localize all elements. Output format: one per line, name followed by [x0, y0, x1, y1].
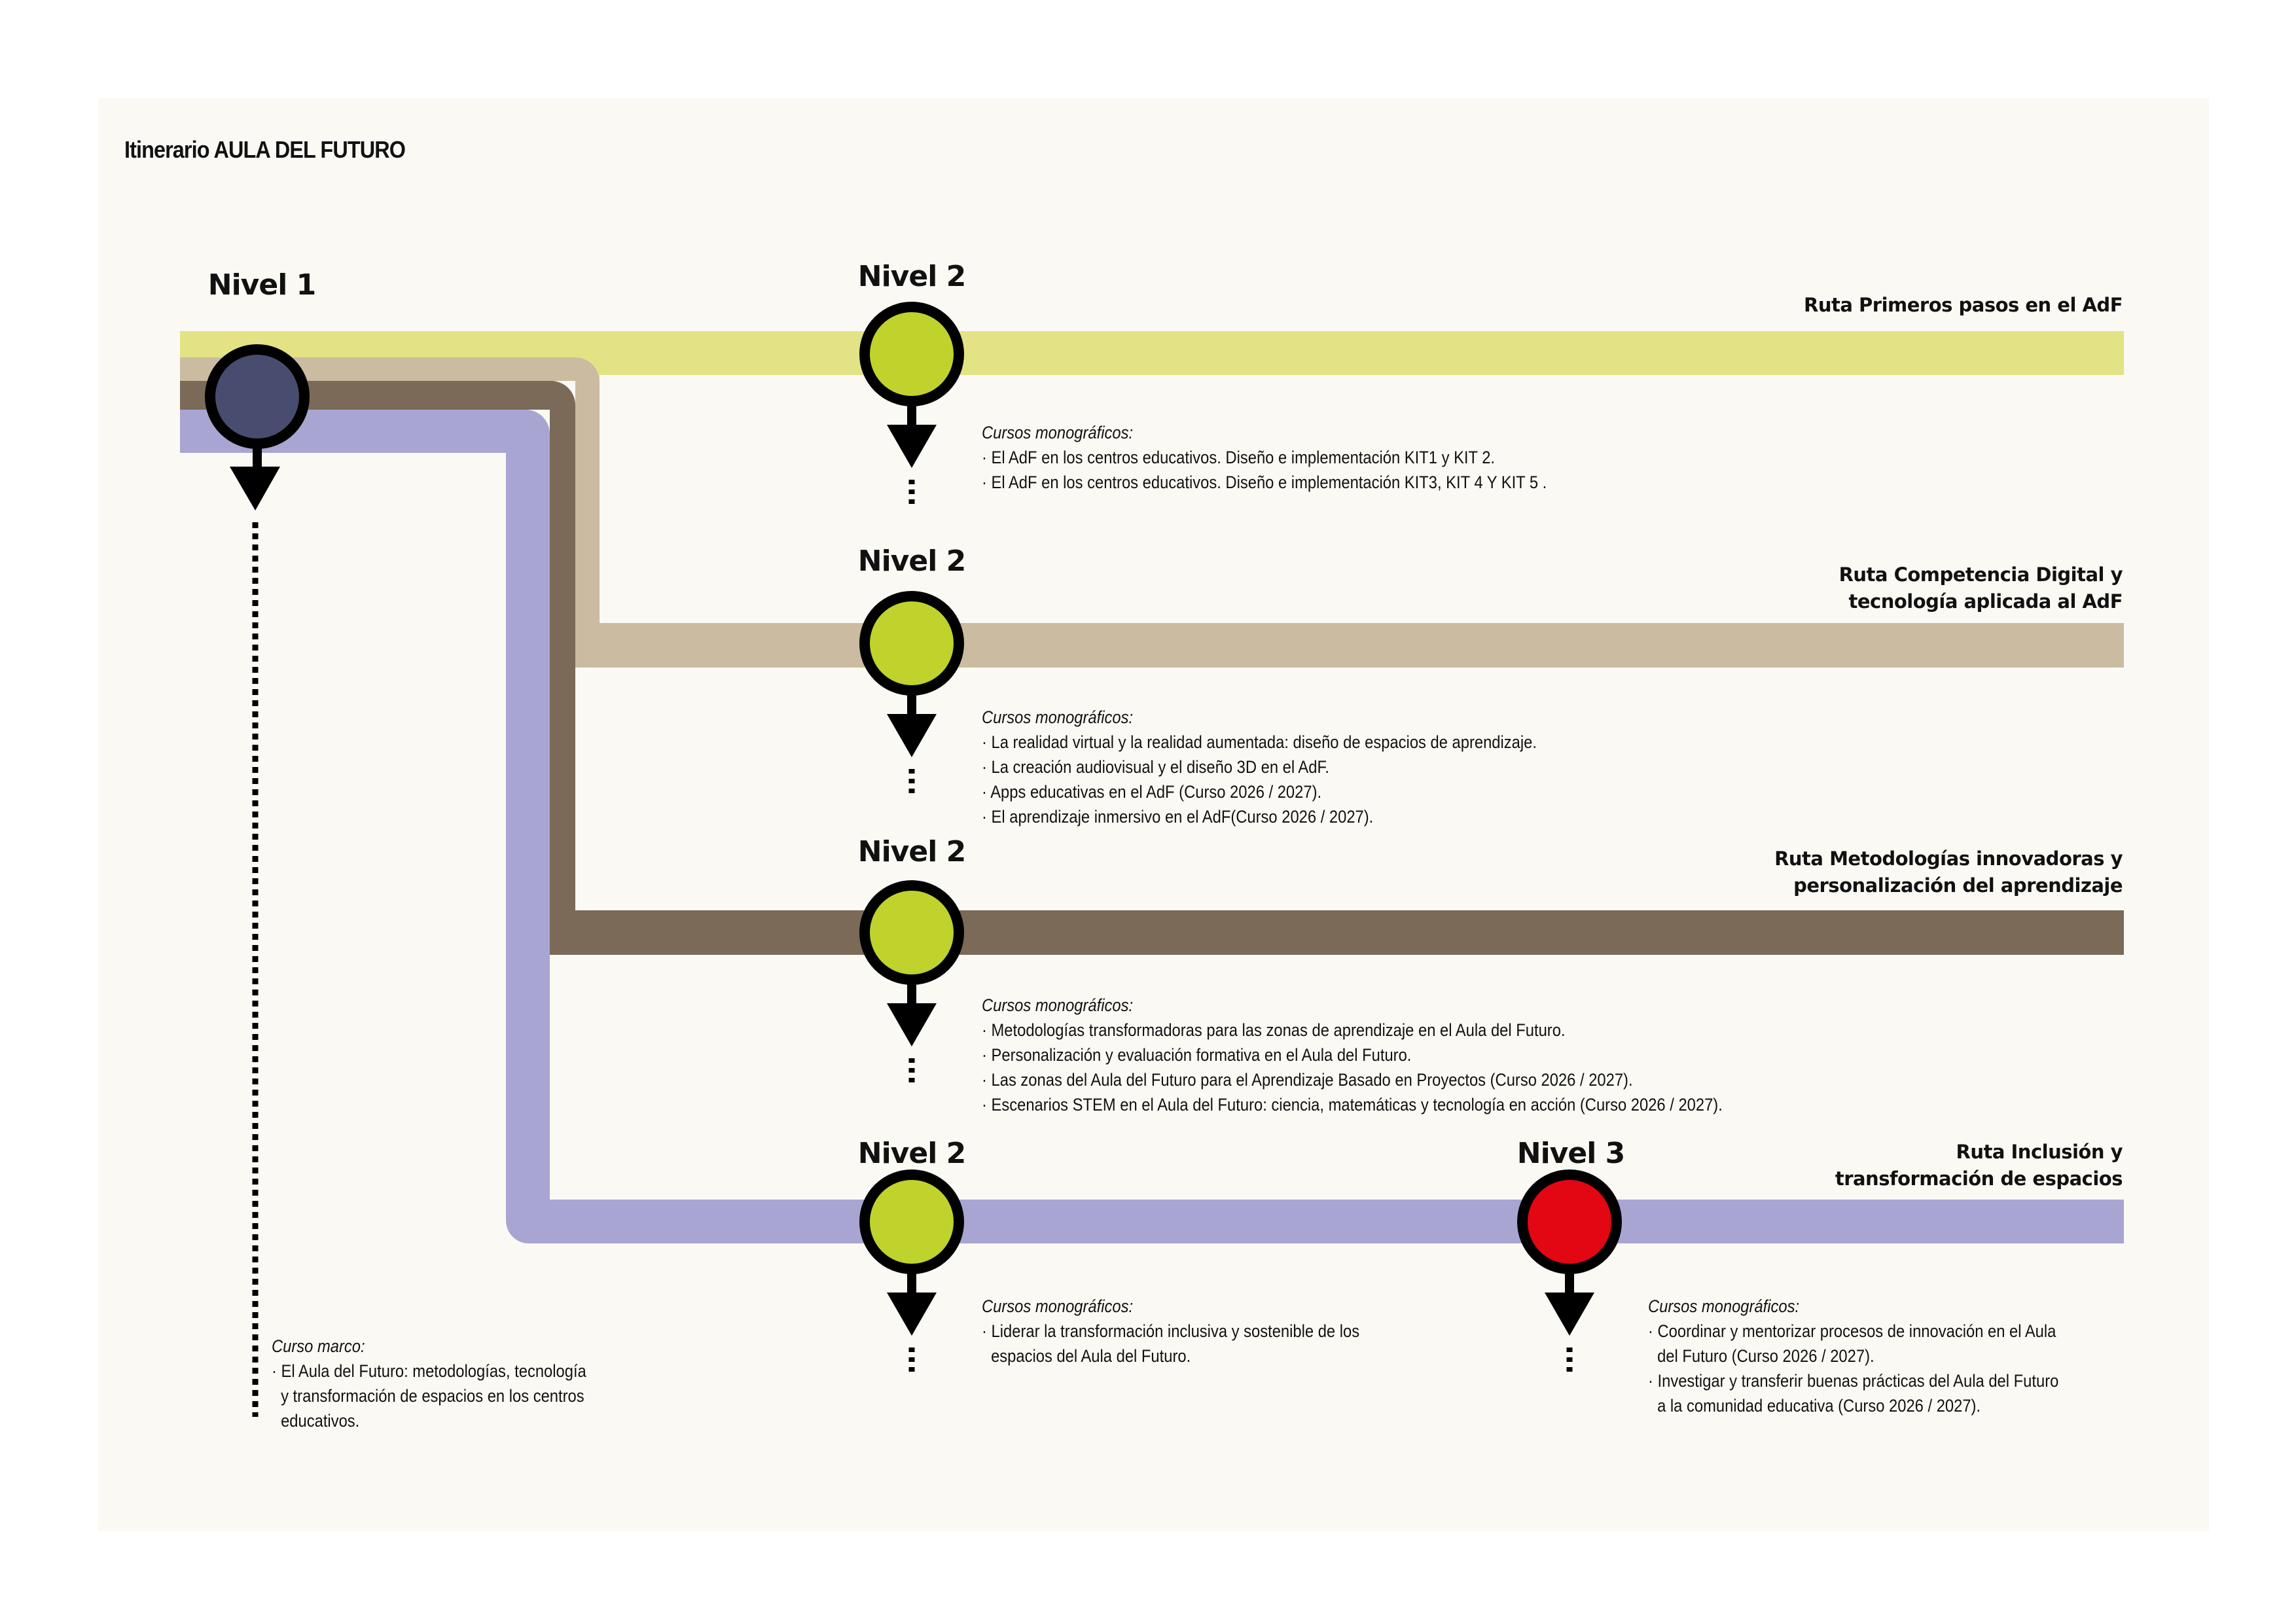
arrow-stem [907, 984, 916, 1006]
route-title-line: personalización del aprendizaje [1793, 874, 2123, 897]
course-block-metodologias: Cursos monográficos: Metodologías transf… [982, 993, 1723, 1117]
level-node-icon [205, 344, 310, 449]
course-block-competencia-digital: Cursos monográficos: La realidad virtual… [982, 705, 1537, 829]
course-heading: Cursos monográficos: [982, 995, 1134, 1015]
route-line-primeros-pasos [180, 331, 2124, 382]
route-title-line: Ruta Competencia Digital y [1839, 563, 2123, 586]
course-item[interactable]: Personalización y evaluación formativa e… [982, 1043, 1723, 1067]
course-item[interactable]: Metodologías transformadoras para las zo… [982, 1018, 1723, 1043]
page-title: Itinerario AULA DEL FUTURO [124, 136, 406, 163]
level-label-2-competencia: Nivel 2 [857, 544, 966, 578]
route-line-competencia-digital [180, 357, 2124, 668]
arrow-stem [253, 448, 262, 469]
route-title-competencia-digital[interactable]: Ruta Competencia Digital y tecnología ap… [1839, 562, 2123, 615]
level-label-2-metodologias: Nivel 2 [857, 835, 966, 868]
arrow-down-icon [887, 425, 937, 468]
course-item[interactable]: El Aula del Futuro: metodologías, tecnol… [272, 1359, 594, 1433]
course-item[interactable]: El AdF en los centros educativos. Diseño… [982, 470, 1547, 495]
course-item[interactable]: Apps educativas en el AdF (Curso 2026 / … [982, 779, 1537, 804]
level-node-icon [1517, 1169, 1622, 1274]
course-heading: Cursos monográficos: [982, 1296, 1134, 1316]
level-node-icon [859, 302, 964, 406]
arrow-stem [907, 405, 916, 427]
level-label-3-inclusion: Nivel 3 [1516, 1137, 1625, 1170]
course-item[interactable]: Escenarios STEM en el Aula del Futuro: c… [982, 1092, 1723, 1117]
route-title-primeros-pasos[interactable]: Ruta Primeros pasos en el AdF [1804, 292, 2123, 319]
route-title-inclusion[interactable]: Ruta Inclusión y transformación de espac… [1835, 1139, 2123, 1192]
course-item[interactable]: Coordinar y mentorizar procesos de innov… [1648, 1319, 2063, 1368]
course-block-inclusion-level2: Cursos monográficos: Liderar la transfor… [982, 1294, 1385, 1368]
course-heading: Cursos monográficos: [982, 707, 1134, 727]
arrow-down-icon [1545, 1293, 1594, 1336]
level-node-icon [859, 1169, 964, 1274]
course-heading: Curso marco: [272, 1336, 365, 1356]
route-title-line: Ruta Inclusión y [1956, 1141, 2123, 1163]
arrow-down-icon [230, 467, 280, 510]
course-item[interactable]: El aprendizaje inmersivo en el AdF(Curso… [982, 804, 1537, 829]
route-title-line: Ruta Metodologías innovadoras y [1774, 847, 2123, 870]
course-item[interactable]: El AdF en los centros educativos. Diseño… [982, 445, 1547, 470]
course-block-level1: Curso marco: El Aula del Futuro: metodol… [272, 1334, 594, 1433]
course-item[interactable]: Investigar y transferir buenas prácticas… [1648, 1368, 2063, 1418]
course-item[interactable]: La realidad virtual y la realidad aument… [982, 730, 1537, 755]
course-block-inclusion-level3: Cursos monográficos: Coordinar y mentori… [1648, 1294, 2063, 1418]
level2-node-primeros-pasos[interactable] [859, 302, 964, 508]
course-item[interactable]: Liderar la transformación inclusiva y so… [982, 1319, 1385, 1368]
level-label-1: Nivel 1 [207, 268, 316, 302]
arrow-stem [907, 694, 916, 717]
route-title-line: tecnología aplicada al AdF [1848, 590, 2123, 613]
arrow-down-icon [887, 1003, 937, 1046]
route-title-line: transformación de espacios [1835, 1168, 2123, 1190]
course-heading: Cursos monográficos: [982, 423, 1134, 442]
level-label-2-primeros: Nivel 2 [857, 260, 966, 293]
level2-node-competencia-digital[interactable] [859, 591, 964, 798]
level1-node[interactable] [205, 344, 310, 1417]
route-title-metodologias[interactable]: Ruta Metodologías innovadoras y personal… [1774, 846, 2123, 899]
arrow-down-icon [887, 1293, 937, 1336]
route-title-line: Ruta Primeros pasos en el AdF [1804, 294, 2123, 316]
level2-node-metodologias[interactable] [859, 880, 964, 1087]
level2-node-inclusion[interactable] [859, 1169, 964, 1376]
level-node-icon [859, 880, 964, 985]
course-item[interactable]: Las zonas del Aula del Futuro para el Ap… [982, 1067, 1723, 1092]
arrow-stem [1565, 1273, 1574, 1295]
level-label-2-inclusion: Nivel 2 [857, 1137, 966, 1170]
arrow-stem [907, 1273, 916, 1295]
arrow-down-icon [887, 714, 937, 757]
level-node-icon [859, 591, 964, 696]
course-block-primeros-pasos: Cursos monográficos: El AdF en los centr… [982, 420, 1547, 495]
course-heading: Cursos monográficos: [1648, 1296, 1800, 1316]
course-item[interactable]: La creación audiovisual y el diseño 3D e… [982, 755, 1537, 779]
level3-node-inclusion[interactable] [1517, 1169, 1622, 1376]
route-line-metodologias [180, 381, 2124, 955]
